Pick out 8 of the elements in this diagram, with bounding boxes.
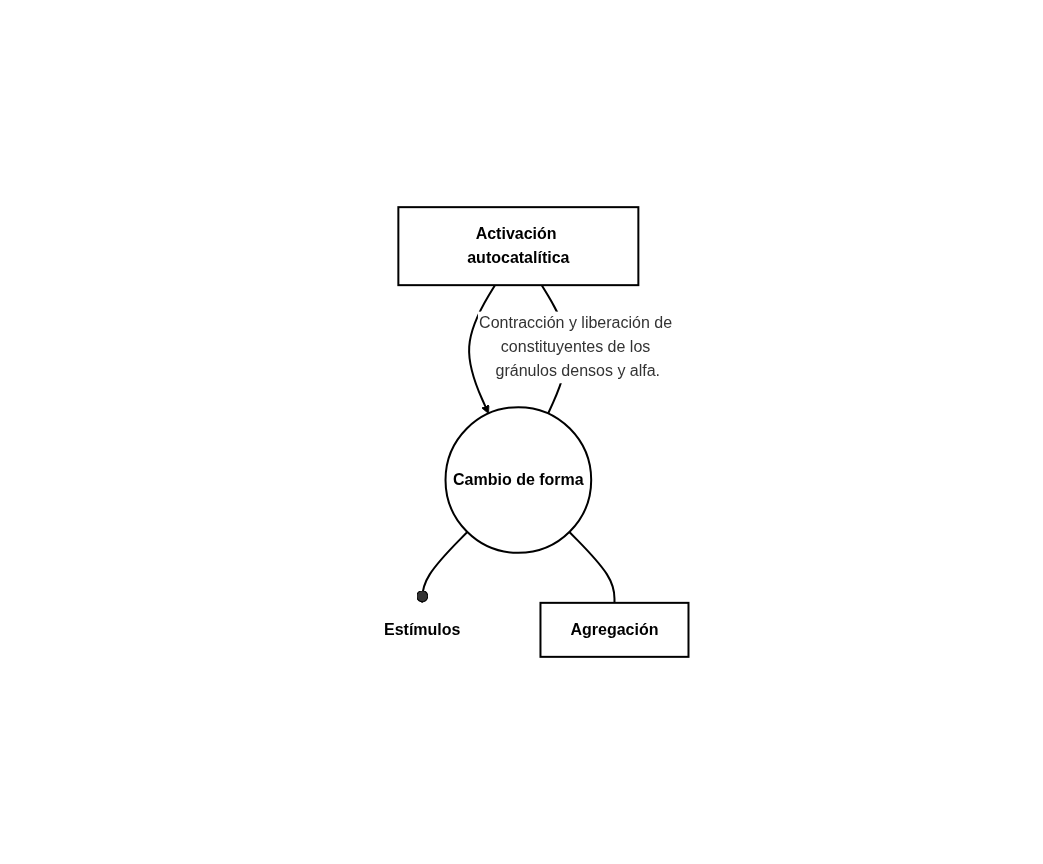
connector (568, 530, 616, 604)
node-box: Activación autocatalítica (397, 206, 640, 287)
arrow (468, 284, 497, 414)
edge-label: Contracción y liberación de constituyentes de los gránulos densos y alfa. (479, 314, 673, 380)
node-text: Estímulos (384, 620, 461, 638)
node-circle: Cambio de forma (444, 406, 593, 554)
node-box: Agregación (539, 601, 690, 658)
connector (416, 530, 469, 604)
